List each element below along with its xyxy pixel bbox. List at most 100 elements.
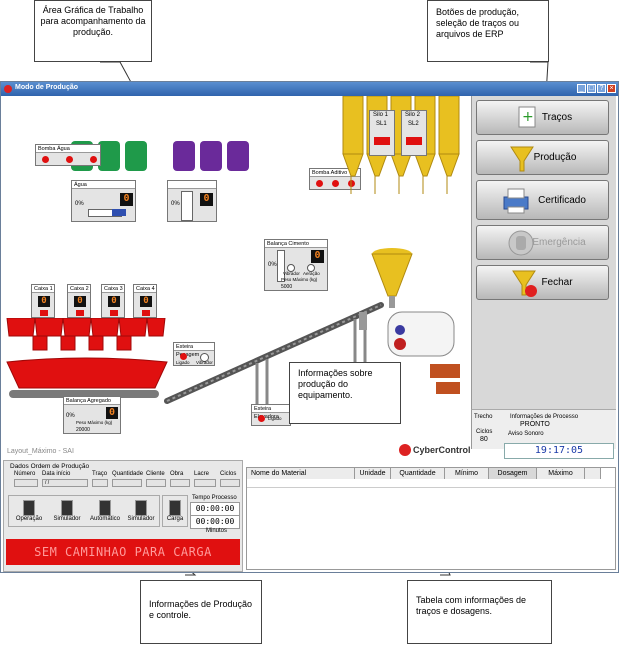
balanca-agregado-pct: 0%	[66, 413, 75, 419]
carga-switch[interactable]: Carga	[162, 495, 188, 527]
cybercontrol-logo-icon	[399, 444, 411, 456]
simulador-2-switch-icon	[135, 500, 147, 516]
col-quantidade[interactable]: Quantidade	[391, 468, 445, 479]
ciclos-field[interactable]	[220, 479, 240, 487]
caixa-3-display: 0	[108, 296, 120, 307]
balanca-cimento-bar	[277, 250, 285, 282]
balanca-agregado-gauge: Balança Agregado 0% 0 Peso Máximo (kg) 2…	[63, 396, 121, 434]
aditivo-pct: 0%	[171, 201, 180, 207]
pesagem-vibrador-label: Vibrador	[196, 360, 213, 365]
elevadora-ligado-led	[258, 415, 265, 422]
bomba-aditivo-label: Bomba Aditivo	[310, 169, 360, 177]
numero-field[interactable]	[14, 479, 38, 487]
data-inicio-field[interactable]: / /	[42, 479, 88, 487]
fechar-label: Fechar	[541, 277, 573, 288]
agua-pct: 0%	[75, 201, 84, 207]
traco-field[interactable]	[92, 479, 108, 487]
lacre-field[interactable]	[194, 479, 216, 487]
callout-buttons: Botões de produção, seleção de traços ou…	[427, 0, 549, 62]
aditivo-display: 0	[200, 193, 213, 206]
silo-2-code: SL2	[408, 121, 419, 127]
help-button[interactable]: ?	[597, 84, 606, 93]
action-panel: + Traços Produção Certificado Emergência	[471, 96, 616, 448]
order-title: Dados Ordem de Produção	[10, 463, 90, 470]
cimento-peso-value: 5000	[281, 284, 293, 290]
maximize-button[interactable]: □	[587, 84, 596, 93]
carga-label: Carga	[166, 516, 184, 522]
caixa-3-panel: Caixa 3 0	[101, 284, 125, 318]
simulador-2-label: Simulador	[127, 516, 155, 522]
automatico-switch[interactable]: Automático	[85, 496, 125, 522]
tracos-button[interactable]: + Traços	[476, 100, 609, 135]
clock-display: 19:17:05	[504, 443, 614, 459]
order-header-data: Data início	[42, 471, 71, 477]
caixa-1-indicator	[40, 310, 48, 316]
simulador-1-switch-icon	[61, 500, 73, 516]
agua-gauge: Água 0% 0	[71, 180, 136, 222]
emergencia-button[interactable]: Emergência	[476, 225, 609, 260]
certificado-button[interactable]: Certificado	[476, 180, 609, 220]
callout-production-control: Informações de Produção e controle.	[140, 580, 262, 644]
minutos-label: Minutos	[206, 528, 228, 534]
additive-tanks-icon	[173, 141, 249, 171]
operacao-switch[interactable]: Operação	[9, 496, 49, 522]
simulador-1-switch[interactable]: Simulador	[47, 496, 87, 522]
agregado-peso-label: Peso Máximo (kg)	[76, 420, 113, 425]
caixa-1-panel: Caixa 1 0	[31, 284, 55, 318]
bomba-aditivo-led-2	[332, 180, 339, 187]
simulador-2-switch[interactable]: Simulador	[121, 496, 161, 522]
col-minimo[interactable]: Mínimo	[445, 468, 489, 479]
layout-name: Layout_Máximo - SAI	[7, 448, 74, 455]
balanca-cimento-label: Balança Cimento	[265, 240, 327, 248]
window-title: Modo de Produção	[15, 84, 78, 91]
esteira-elevadora-label: Esteira Elevadora	[252, 405, 290, 420]
process-info-label: Informações de Processo	[510, 414, 579, 420]
close-button[interactable]: ×	[607, 84, 616, 93]
obra-field[interactable]	[170, 479, 190, 487]
caixa-2-display: 0	[74, 296, 86, 307]
caixa-1-label: Caixa 1	[32, 285, 54, 293]
pesagem-ligado-led	[180, 353, 187, 360]
status-banner: SEM CAMINHAO PARA CARGA	[6, 539, 240, 565]
bomba-agua-label: Bomba Água	[36, 145, 100, 153]
hand-stop-icon	[508, 230, 534, 256]
materials-table: Nome do Material Unidade Quantidade Míni…	[246, 467, 616, 570]
col-dosagem[interactable]: Dosagem	[489, 468, 537, 479]
agua-slider[interactable]	[112, 209, 126, 216]
ciclos-value: 80	[480, 436, 488, 443]
quantidade-field[interactable]	[112, 479, 142, 487]
minimize-button[interactable]: _	[577, 84, 586, 93]
caixa-2-panel: Caixa 2 0	[67, 284, 91, 318]
funnel-close-icon	[512, 270, 537, 297]
producao-button[interactable]: Produção	[476, 140, 609, 175]
col-maximo[interactable]: Máximo	[537, 468, 585, 479]
balanca-cimento-pct: 0%	[268, 262, 277, 268]
caixa-4-label: Caixa 4	[134, 285, 156, 293]
cliente-field[interactable]	[146, 479, 166, 487]
funnel-icon	[510, 146, 534, 172]
col-unidade[interactable]: Unidade	[355, 468, 391, 479]
fechar-button[interactable]: Fechar	[476, 265, 609, 300]
caixa-2-label: Caixa 2	[68, 285, 90, 293]
trecho-label: Trecho	[474, 414, 493, 420]
aditivo-gauge: 0% 0	[167, 180, 217, 222]
order-header-traco: Traço	[92, 471, 108, 477]
pesagem-ligado-label: Ligado	[176, 360, 190, 365]
col-nome-material[interactable]: Nome do Material	[247, 468, 355, 479]
silo-2-indicator	[406, 137, 422, 145]
aggregate-bins-icon	[6, 318, 168, 398]
add-document-icon: +	[518, 106, 536, 128]
aditivo-header	[168, 181, 216, 189]
mode-switches: Operação Simulador Automático Simulador	[8, 495, 160, 527]
automatico-label: Automático	[89, 516, 120, 522]
table-row[interactable]	[247, 479, 615, 488]
caixa-3-label: Caixa 3	[102, 285, 124, 293]
silo-1-indicator	[374, 137, 390, 145]
caixa-4-display: 0	[140, 296, 152, 307]
printer-icon	[503, 188, 529, 214]
bomba-agua-led-3	[90, 156, 97, 163]
balanca-agregado-display: 0	[106, 407, 118, 419]
vibrador-led	[287, 264, 295, 272]
balanca-agregado-label: Balança Agregado	[64, 397, 120, 405]
balanca-cimento-display: 0	[311, 250, 324, 263]
